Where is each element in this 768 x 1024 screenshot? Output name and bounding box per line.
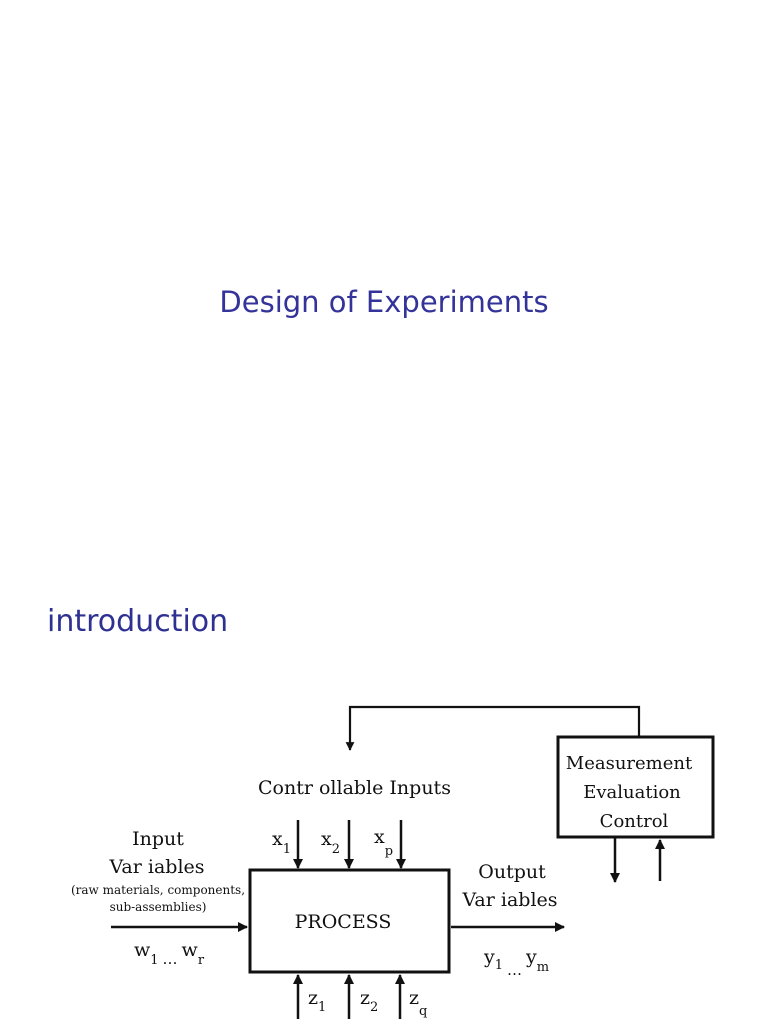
x2-label: x2: [321, 828, 340, 857]
x1-label: x1: [272, 828, 291, 857]
output-variables-line2: Var iables: [461, 889, 557, 911]
measurement-label: Measurement: [566, 753, 693, 774]
input-variables-line2: Var iables: [108, 856, 204, 878]
z2-label: z2: [360, 987, 378, 1015]
zq-label: zq: [409, 987, 427, 1019]
control-label: Control: [600, 811, 669, 832]
evaluation-label: Evaluation: [583, 782, 681, 803]
slide-title: Design of Experiments: [219, 285, 549, 319]
measurement-box: [556, 735, 715, 839]
output-variables-line1: Output: [478, 861, 546, 883]
xp-label: xp: [374, 826, 393, 859]
process-label: PROCESS: [295, 911, 392, 933]
output-range-label: y1…ym: [483, 946, 549, 979]
input-variables-line3: (raw materials, components,: [71, 883, 245, 897]
input-range-label: w1…wr: [134, 939, 205, 968]
controllable-inputs-label: Contr ollable Inputs: [258, 777, 451, 799]
z1-label: z1: [308, 987, 326, 1015]
input-variables-line1: Input: [132, 828, 184, 850]
section-heading: introduction: [47, 604, 229, 639]
process-box: [248, 868, 451, 974]
feedback-loop-line: [345, 705, 641, 751]
input-variables-line4: sub-assemblies): [110, 900, 207, 914]
